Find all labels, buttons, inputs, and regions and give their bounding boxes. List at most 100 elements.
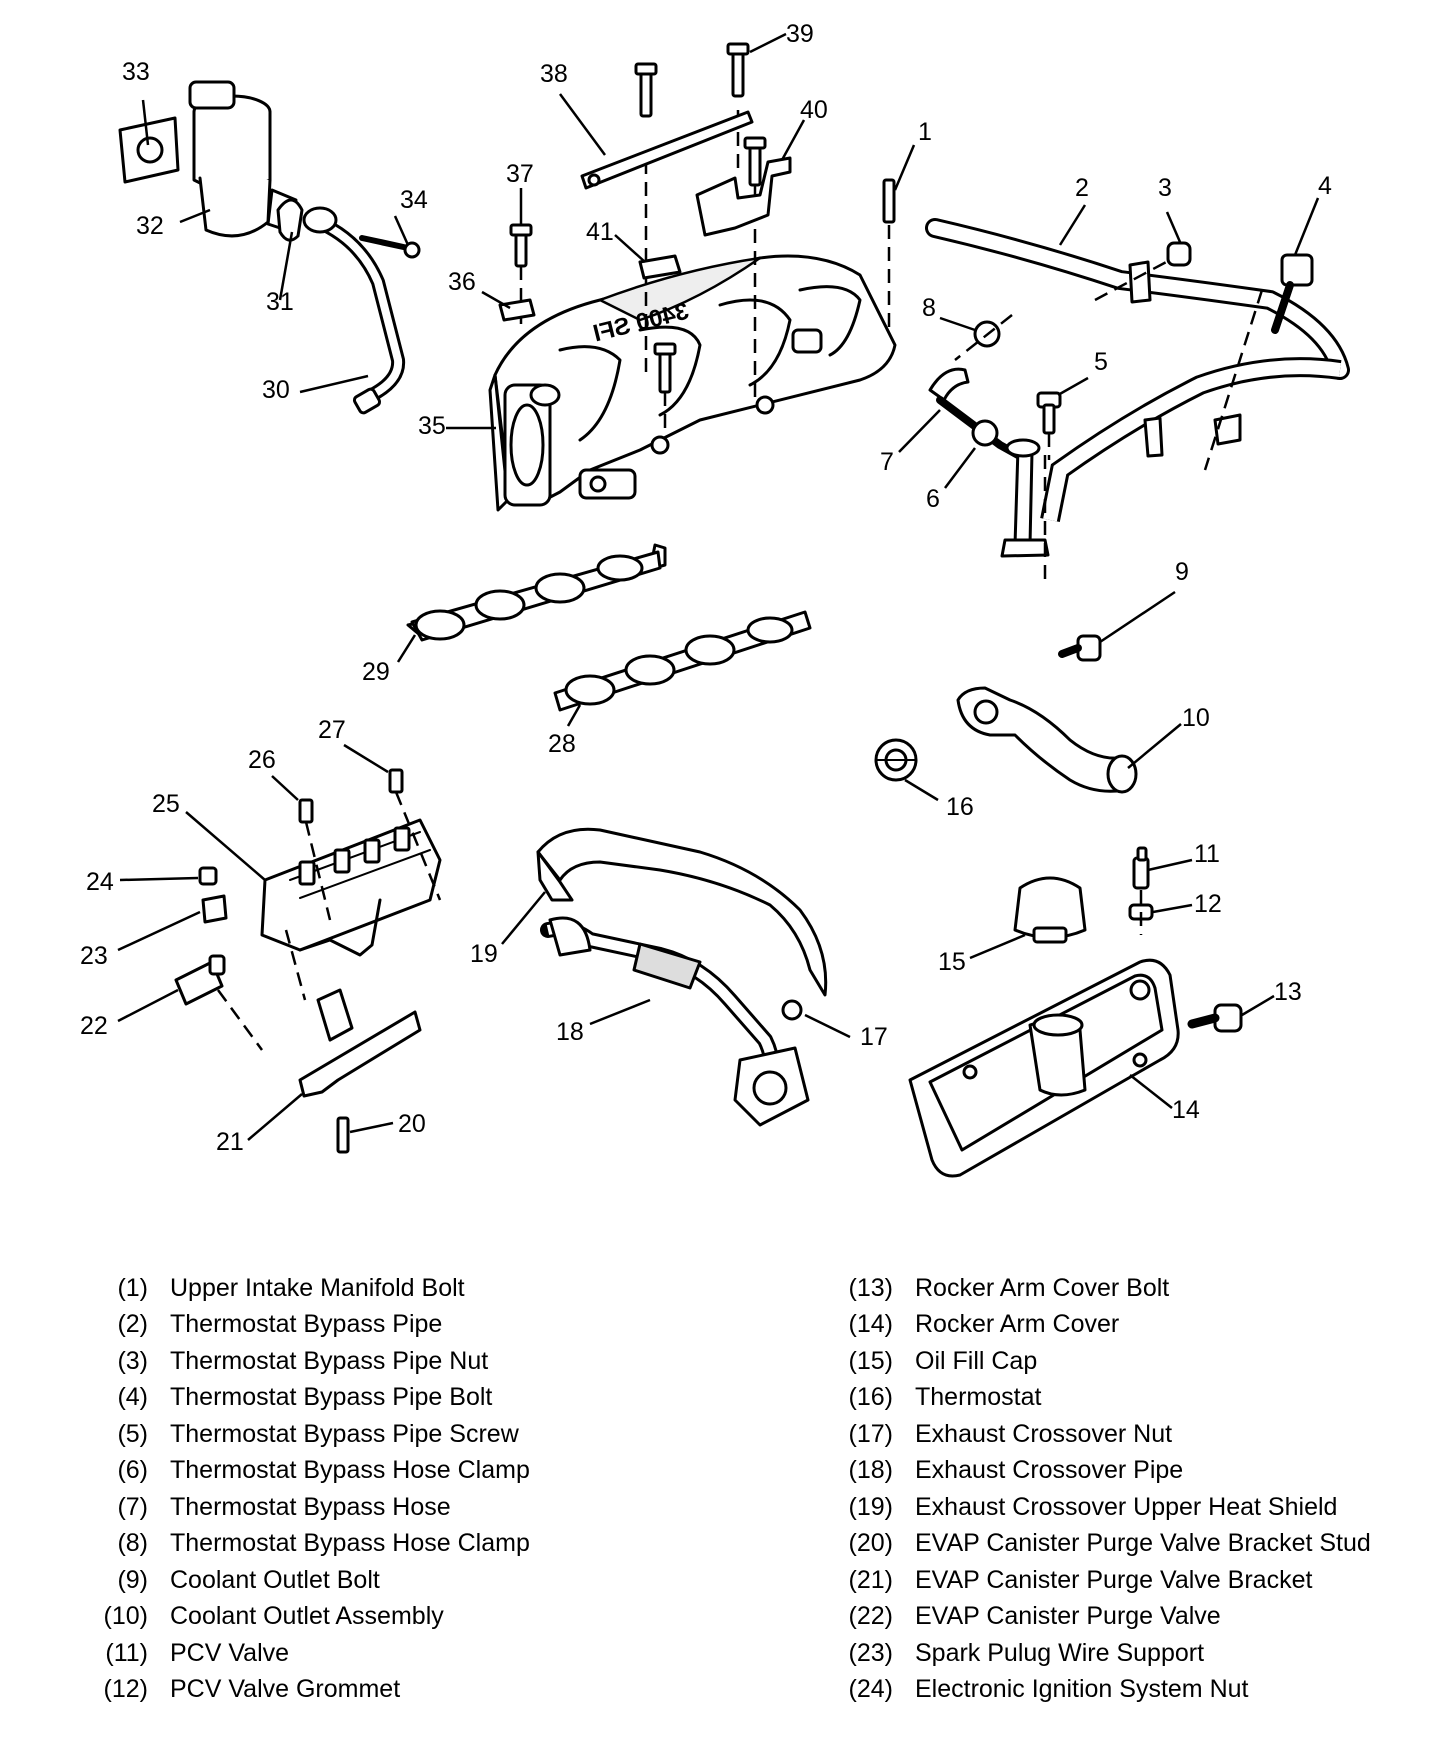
exhaust-crossover-heat-shield — [536, 827, 828, 997]
legend-column-right: (13)Rocker Arm Cover Bolt (14)Rocker Arm… — [825, 1270, 1371, 1708]
legend-label: PCV Valve Grommet — [170, 1675, 401, 1704]
legend-number: (14) — [848, 1310, 893, 1339]
legend-number: (2) — [117, 1310, 148, 1339]
legend-label: EVAP Canister Purge Valve — [915, 1602, 1221, 1631]
legend-label: Thermostat Bypass Hose — [170, 1492, 451, 1521]
evap-bracket-stud — [336, 1116, 350, 1154]
legend-label: Oil Fill Cap — [915, 1346, 1038, 1375]
legend-label: Thermostat Bypass Hose Clamp — [170, 1529, 530, 1558]
legend-item: (1) Upper Intake Manifold Bolt — [80, 1270, 530, 1307]
callout-41: 41 — [586, 218, 614, 246]
manifold-brace-38 — [580, 110, 754, 190]
legend-number: (8) — [117, 1529, 148, 1558]
callout-numbers: 1 2 3 4 5 6 7 8 9 10 11 12 13 14 15 16 1… — [80, 20, 1332, 1156]
callout-7: 7 — [880, 448, 894, 476]
callout-33: 33 — [122, 58, 150, 86]
bypass-pipe-screw — [1036, 391, 1062, 460]
legend-number: (6) — [117, 1456, 148, 1485]
callout-17: 17 — [860, 1023, 888, 1051]
callout-8: 8 — [922, 294, 936, 322]
egr-gasket — [276, 198, 304, 242]
legend-number: (5) — [117, 1419, 148, 1448]
callout-26: 26 — [248, 746, 276, 774]
legend-number: (4) — [117, 1383, 148, 1412]
legend-number: (1) — [117, 1273, 148, 1302]
legend-label: Thermostat Bypass Pipe Bolt — [170, 1383, 493, 1412]
legend-label: Thermostat — [915, 1383, 1042, 1412]
callout-22: 22 — [80, 1012, 108, 1040]
intake-gasket-28 — [553, 610, 812, 712]
ignition-bolt-26 — [298, 798, 332, 921]
exploded-parts-diagram: 3400 SFI — [80, 20, 1350, 1178]
callout-37: 37 — [506, 160, 534, 188]
legend-item: (8) Thermostat Bypass Hose Clamp — [80, 1526, 530, 1563]
thermostat — [874, 738, 918, 782]
parts-legend: (1) Upper Intake Manifold Bolt (2) Thermos… — [0, 1270, 1456, 1750]
legend-number: (9) — [117, 1565, 148, 1594]
legend-label: Upper Intake Manifold Bolt — [170, 1273, 465, 1302]
callout-39: 39 — [786, 20, 814, 48]
callout-4: 4 — [1318, 172, 1332, 200]
legend-item: (19)Exhaust Crossover Upper Heat Shield — [825, 1489, 1371, 1526]
legend-item: (15) Oil Fill Cap — [825, 1343, 1371, 1380]
legend-item: (17)Exhaust Crossover Nut — [825, 1416, 1371, 1453]
legend-number: (22) — [848, 1602, 893, 1631]
thermostat-bypass-hose — [928, 367, 1050, 580]
callout-25: 25 — [152, 790, 180, 818]
callout-20: 20 — [398, 1110, 426, 1138]
legend-item: (6) Thermostat Bypass Hose Clamp — [80, 1453, 530, 1490]
legend-number: (12) — [103, 1675, 148, 1704]
pcv-valve-grommet — [1128, 890, 1154, 935]
legend-label: Exhaust Crossover Pipe — [915, 1456, 1184, 1485]
legend-number: (21) — [848, 1565, 893, 1594]
bypass-pipe-bolt — [1271, 253, 1314, 334]
evap-purge-valve — [174, 954, 264, 1051]
legend-number: (3) — [117, 1346, 148, 1375]
legend-label: EVAP Canister Purge Valve Bracket — [915, 1565, 1313, 1594]
legend-number: (17) — [848, 1419, 893, 1448]
callout-27: 27 — [318, 716, 346, 744]
manifold-bolts — [498, 42, 767, 430]
callout-19: 19 — [470, 940, 498, 968]
legend-label: Coolant Outlet Assembly — [170, 1602, 444, 1631]
legend-number: (15) — [848, 1346, 893, 1375]
legend-item: (5)Thermostat Bypass Pipe Screw — [80, 1416, 530, 1453]
egr-pipe — [302, 206, 421, 415]
upper-intake-manifold: 3400 SFI — [488, 254, 897, 512]
legend-item: (11)PCV Valve — [80, 1635, 530, 1672]
coolant-outlet-bolt — [1058, 634, 1102, 662]
legend-item: (4) Thermostat Bypass Pipe Bolt — [80, 1380, 530, 1417]
legend-label: Coolant Outlet Bolt — [170, 1565, 380, 1594]
coolant-outlet-assembly — [956, 686, 1138, 794]
legend-label: Exhaust Crossover Upper Heat Shield — [915, 1492, 1338, 1521]
legend-column-left: (1) Upper Intake Manifold Bolt (2) Thermos… — [80, 1270, 530, 1708]
callout-3: 3 — [1158, 174, 1172, 202]
legend-number: (23) — [848, 1638, 893, 1667]
callout-38: 38 — [540, 60, 568, 88]
legend-label: Thermostat Bypass Hose Clamp — [170, 1456, 530, 1485]
legend-label: Thermostat Bypass Pipe Nut — [170, 1346, 489, 1375]
rocker-arm-cover-bolt — [1187, 1003, 1243, 1033]
legend-label: Rocker Arm Cover — [915, 1310, 1120, 1339]
rocker-arm-cover — [908, 958, 1180, 1178]
legend-item: (7)Thermostat Bypass Hose — [80, 1489, 530, 1526]
legend-item: (3) Thermostat Bypass Pipe Nut — [80, 1343, 530, 1380]
callout-10: 10 — [1182, 704, 1210, 732]
callout-16: 16 — [946, 793, 974, 821]
legend-number: (10) — [103, 1602, 148, 1631]
legend-label: Electronic Ignition System Nut — [915, 1675, 1249, 1704]
legend-item: (22) EVAP Canister Purge Valve — [825, 1599, 1371, 1636]
evap-purge-valve-bracket — [284, 929, 422, 1098]
callout-23: 23 — [80, 942, 108, 970]
callout-31: 31 — [266, 288, 294, 316]
bypass-pipe-nut — [1166, 241, 1192, 267]
legend-number: (13) — [848, 1273, 893, 1302]
legend-number: (16) — [848, 1383, 893, 1412]
callout-32: 32 — [136, 212, 164, 240]
callout-21: 21 — [216, 1128, 244, 1156]
callout-1: 1 — [918, 118, 932, 146]
legend-number: (11) — [105, 1638, 148, 1667]
callout-34: 34 — [400, 186, 428, 214]
callout-35: 35 — [418, 412, 446, 440]
callout-18: 18 — [556, 1018, 584, 1046]
